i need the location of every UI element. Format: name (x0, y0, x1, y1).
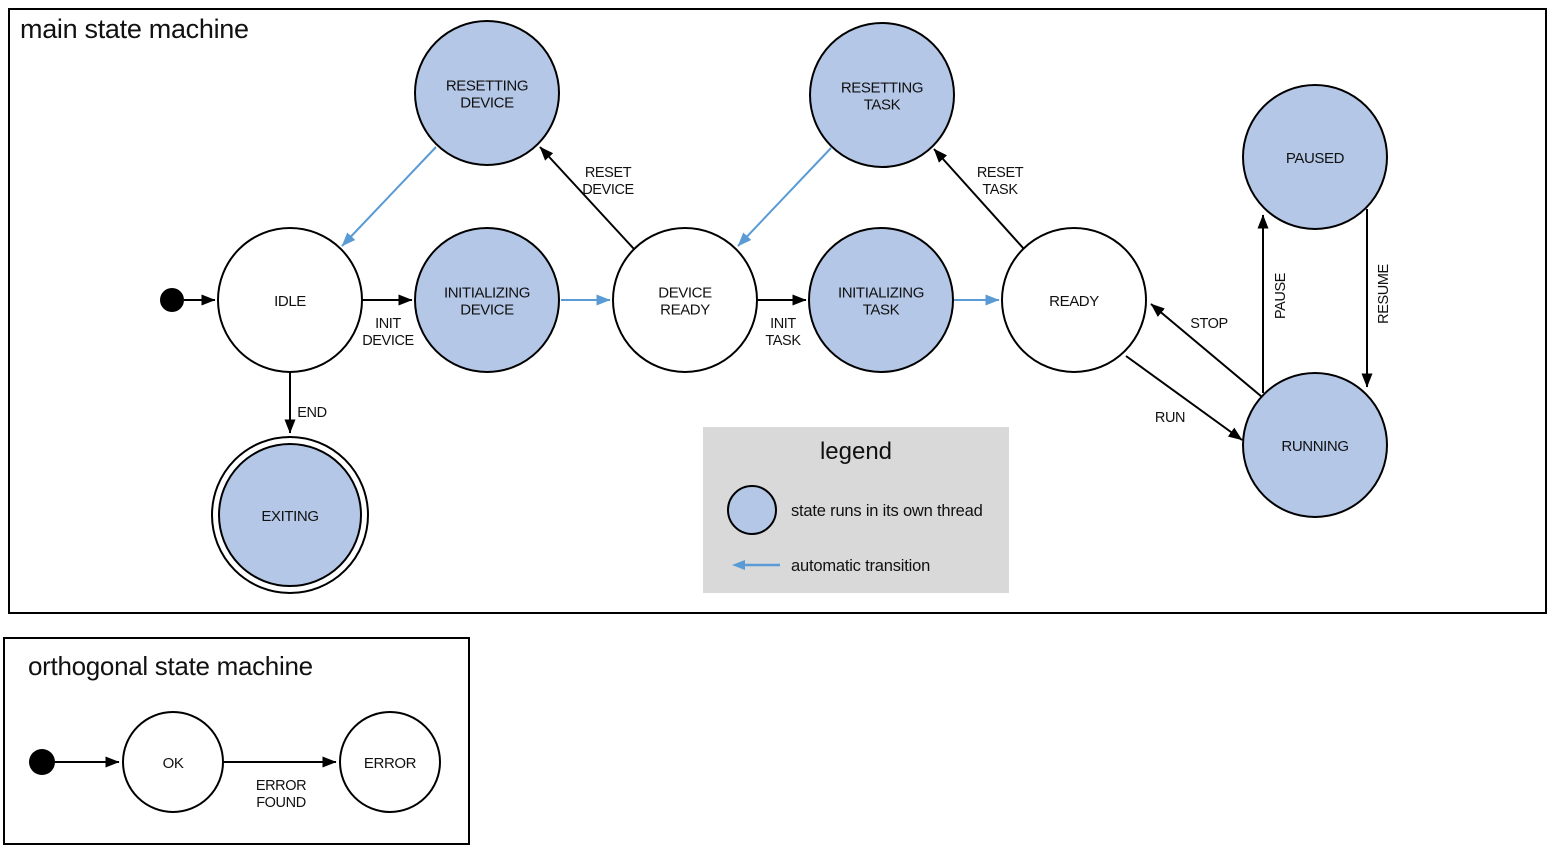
state-circle-paused (1242, 84, 1388, 230)
transition-label-ready-to-running-run: RUN (1155, 410, 1185, 426)
main-state-machine-title: main state machine (20, 14, 249, 44)
state-circle-resetting-task (809, 22, 955, 168)
orthogonal-state-machine-title: orthogonal state machine (28, 651, 313, 681)
state-label-ok: OK (163, 755, 184, 772)
legend-thread-label: state runs in its own thread (791, 502, 983, 520)
state-circle-running (1242, 372, 1388, 518)
transition-label-running-to-ready-stop: STOP (1190, 316, 1228, 332)
state-circle-initializing-device (414, 227, 560, 373)
transition-label-running-to-paused-pause: PAUSE (1273, 272, 1289, 319)
state-label-error: ERROR (364, 755, 417, 772)
state-circle-device-ready (612, 227, 758, 373)
automatic-transition-arrow-icon (732, 560, 780, 570)
initial-state-dot-orthogonal (29, 749, 55, 775)
transition-ready-to-resetting-task (933, 148, 1025, 250)
transition-ready-to-running-run (1125, 355, 1243, 441)
state-circle-ok (122, 711, 224, 813)
transition-resetting-device-to-idle (341, 146, 437, 247)
state-circle-ready (1001, 227, 1147, 373)
state-label-exiting: EXITING (261, 508, 318, 525)
panel-border-main (8, 8, 1547, 614)
legend-title: legend (819, 438, 893, 465)
panel-border-orthogonal (3, 637, 470, 845)
threaded-state-icon (727, 485, 777, 535)
state-label-paused: PAUSED (1286, 150, 1345, 167)
state-label-ready: READY (1049, 293, 1099, 310)
transition-resetting-task-to-device-ready (737, 147, 832, 247)
state-circle-idle (217, 227, 363, 373)
state-circle-exiting (218, 443, 362, 587)
state-circle-error (339, 711, 441, 813)
transition-device-ready-to-resetting-device (539, 146, 635, 250)
legend: legend state runs in its own thread auto… (703, 427, 1009, 593)
initial-state-dot-main (160, 288, 184, 312)
state-label-running: RUNNING (1281, 438, 1348, 455)
transition-label-idle-to-exiting-end: END (297, 405, 326, 421)
transition-running-to-ready-stop (1150, 303, 1263, 398)
legend-auto-label: automatic transition (791, 557, 931, 575)
transition-label-paused-to-running-resume: RESUME (1376, 263, 1392, 323)
state-label-idle: IDLE (274, 293, 306, 310)
state-circle-resetting-device (414, 20, 560, 166)
state-circle-initializing-task (808, 227, 954, 373)
